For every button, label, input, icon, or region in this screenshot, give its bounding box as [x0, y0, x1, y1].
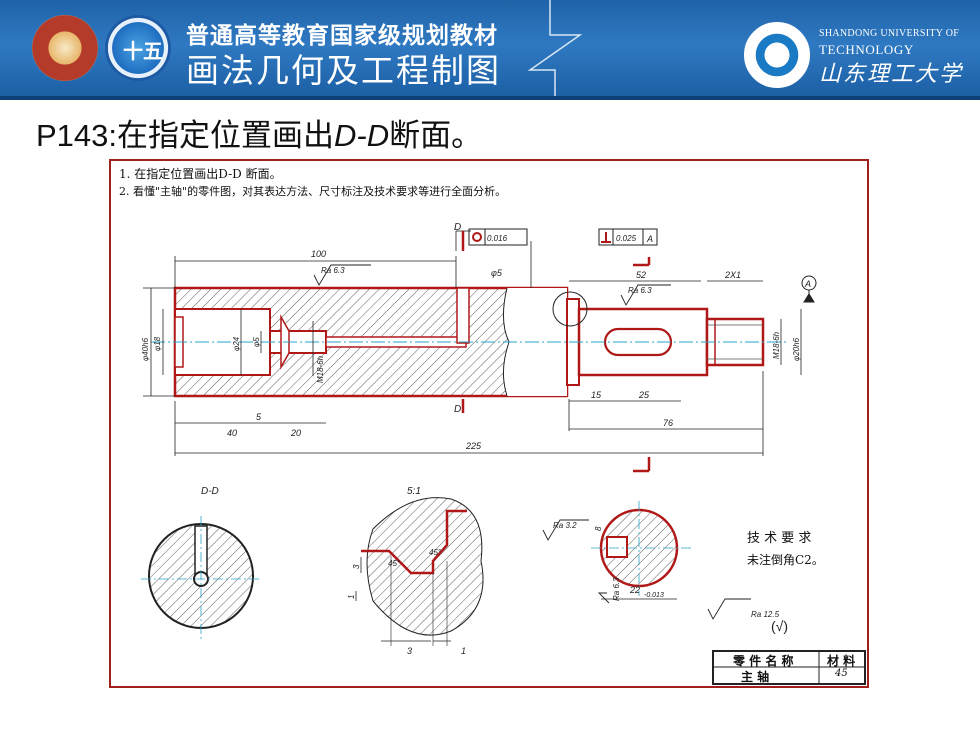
section-letter-d-top: D: [454, 222, 461, 233]
title-block-part-name-label: 零 件 名 称: [733, 654, 794, 668]
university-seal-icon: [744, 22, 810, 88]
header-divider: [0, 96, 980, 100]
ra63-a: Ra 6.3: [321, 266, 345, 275]
title-block-material-label: 材 料: [827, 654, 856, 668]
shaft-main-view: [151, 286, 789, 398]
dim-3-left: 3: [352, 564, 361, 569]
dim-52: 52: [636, 270, 646, 280]
slide-title: P143:在指定位置画出D-D断面。: [36, 110, 482, 155]
emblem-label: 十五: [123, 41, 163, 63]
dim-1-left: 1: [347, 595, 356, 599]
datum-a-label: A: [804, 279, 811, 289]
slide-title-suffix: 断面。: [389, 118, 483, 153]
dim-20: 20: [290, 428, 301, 438]
university-name-cn: 山东理工大学: [819, 62, 964, 87]
engineering-drawing: 1. 在指定位置画出D-D 断面。 2. 看懂"主轴"的零件图，对其表达方法、尺…: [109, 159, 869, 688]
dim-100: 100: [311, 249, 326, 259]
section-letter-d-bottom: D: [454, 404, 461, 415]
dim-15: 15: [591, 390, 602, 400]
angle-45-b: 45°: [429, 548, 442, 557]
title-block-material: 45: [835, 668, 848, 679]
tech-req-body: 未注倒角C2。: [747, 553, 824, 567]
roughness-symbols: [313, 264, 751, 620]
dimension-lines: [143, 230, 802, 456]
ra63-b: Ra 6.3: [628, 286, 652, 295]
dim-phi18: φ18: [153, 336, 162, 351]
general-roughness-suffix: (√): [771, 618, 788, 634]
university-name-en-1: SHANDONG UNIVERSITY OF: [819, 28, 960, 39]
tol-datum: A: [646, 234, 653, 244]
tech-req-title: 技 术 要 求: [747, 531, 812, 546]
dim-225: 225: [465, 441, 482, 451]
header-subtitle: 普通高等教育国家级规划教材: [186, 22, 498, 48]
detail-view: [355, 497, 484, 646]
ra63-c: Ra 6.3: [612, 577, 621, 601]
dim-phi5-top: φ5: [491, 268, 503, 278]
ra32: Ra 3.2: [553, 521, 577, 530]
dim-22: 22: [629, 585, 640, 595]
section-d-d-view: [141, 516, 261, 639]
tol-value-1: 0.016: [487, 234, 508, 243]
dim-phi20: φ20h6: [792, 337, 801, 361]
dim-5: 5: [256, 412, 262, 422]
drawing-canvas: 100 52 2X1 5 40 20 15 25 76 225 φ5 0.016…: [141, 222, 866, 685]
detail-scale: 5:1: [407, 486, 421, 497]
title-block: [712, 650, 866, 685]
drawing-note-1: 1. 在指定位置画出D-D 断面。: [119, 167, 282, 181]
dim-40: 40: [227, 428, 237, 438]
lightning-decoration-icon: [527, 0, 583, 100]
drawing-note-2: 2. 看懂"主轴"的零件图，对其表达方法、尺寸标注及技术要求等进行全面分析。: [119, 185, 507, 198]
header-title: 画法几何及工程制图: [186, 52, 501, 89]
section-label-dd: D-D: [201, 486, 219, 497]
title-block-part-name: 主 轴: [741, 670, 770, 684]
dim-phi40: φ40h6: [141, 337, 150, 361]
university-name-en-2: TECHNOLOGY: [819, 42, 914, 57]
header-banner: 十五 普通高等教育国家级规划教材 画法几何及工程制图 SHANDONG UNIV…: [0, 0, 980, 100]
dim-1-bottom: 1: [461, 646, 466, 656]
dim-phi24: φ24: [232, 336, 241, 351]
slide-title-section: D-D: [334, 118, 390, 153]
keyway-section-view: [591, 501, 691, 600]
dim-22-tol: -0.013: [644, 592, 664, 599]
dim-25: 25: [638, 390, 650, 400]
tenth-five-plan-emblem-icon: 十五: [105, 15, 171, 81]
dim-8: 8: [594, 526, 603, 531]
dim-3-bottom: 3: [407, 646, 412, 656]
dim-2x1: 2X1: [724, 270, 741, 280]
publisher-emblem-icon: [32, 15, 98, 81]
dim-phi5: φ5: [252, 337, 261, 347]
section-marks: [461, 231, 651, 473]
dim-m18-right: M18-6h: [772, 331, 781, 359]
general-roughness: Ra 12.5: [751, 610, 780, 619]
slide-title-prefix: P143:在指定位置画出: [36, 118, 335, 153]
angle-45-a: 45°: [388, 559, 401, 568]
tol-value-2: 0.025: [616, 234, 637, 243]
tolerance-frames: [468, 228, 817, 303]
dim-76: 76: [663, 418, 673, 428]
dim-m18: M18-6h: [316, 355, 325, 383]
